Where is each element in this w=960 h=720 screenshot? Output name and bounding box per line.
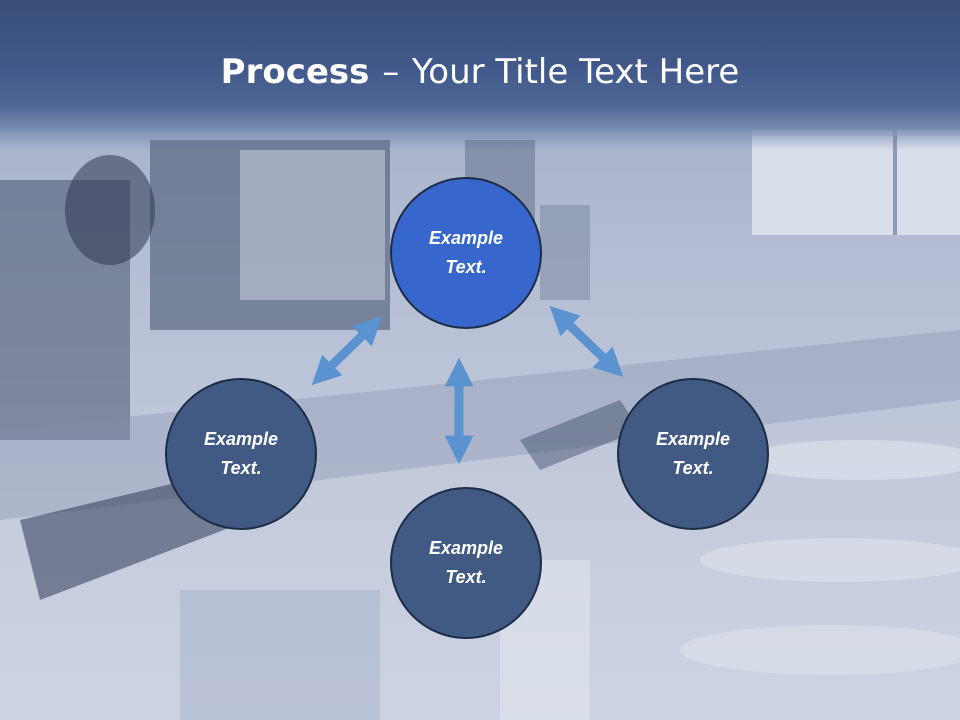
process-node-top[interactable]: Example Text.	[390, 177, 542, 329]
title-separator: –	[382, 52, 400, 92]
node-label-right: Example Text.	[655, 429, 731, 478]
title-bold: Process	[220, 52, 370, 92]
node-label-bottom: Example Text.	[428, 538, 504, 587]
title-rest: Your Title Text Here	[412, 52, 740, 92]
header-band	[0, 0, 960, 150]
node-label-top: Example Text.	[428, 228, 504, 277]
arrow-top-right	[549, 306, 624, 377]
process-node-right[interactable]: Example Text.	[617, 378, 769, 530]
slide-title: Process – Your Title Text Here	[0, 52, 960, 92]
arrow-top-left	[311, 315, 383, 386]
process-node-left[interactable]: Example Text.	[165, 378, 317, 530]
node-label-left: Example Text.	[203, 429, 279, 478]
process-node-bottom[interactable]: Example Text.	[390, 487, 542, 639]
